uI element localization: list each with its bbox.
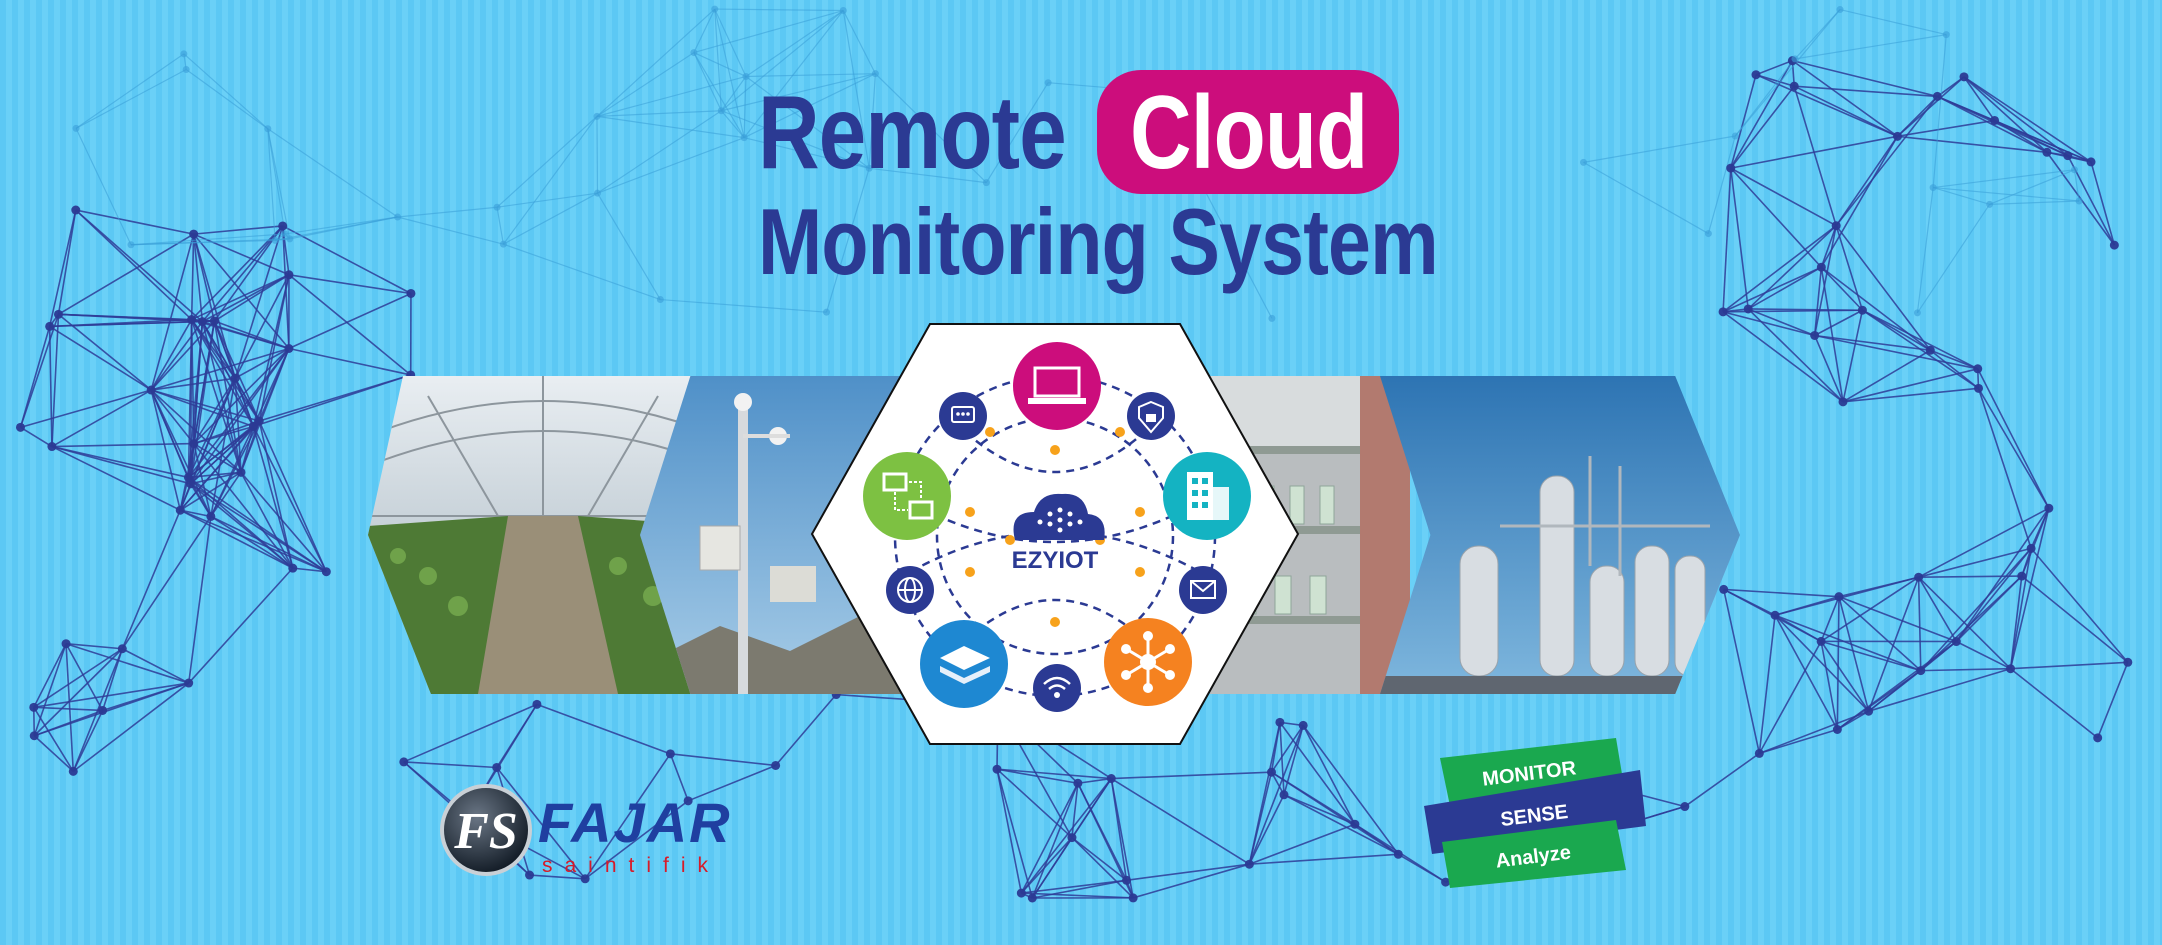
network-hub-icon <box>1104 618 1192 706</box>
globe-icon <box>886 566 934 614</box>
computers-link-icon <box>863 452 951 540</box>
heading-monitoring-system: Monitoring System <box>758 189 1439 294</box>
wifi-icon <box>1033 664 1081 712</box>
mail-icon <box>1179 566 1227 614</box>
heading-cloud: Cloud <box>1130 75 1368 191</box>
ezyiot-hexagon: EZYIOT <box>810 323 1300 745</box>
cloud-highlight-pill <box>1097 70 1399 194</box>
stacked-layers-icon <box>920 620 1008 708</box>
heading-remote: Remote <box>758 75 1067 191</box>
ezyiot-label: EZYIOT <box>1012 547 1099 574</box>
chat-icon <box>939 392 987 440</box>
cloud-icon <box>1013 493 1105 540</box>
laptop-icon <box>1013 342 1101 430</box>
company-subname: saintifik <box>542 854 720 877</box>
logo-mark: FS <box>453 803 518 860</box>
monitor-sense-analyze-ribbon: MONITOR SENSE Analyze <box>1424 738 1646 888</box>
building-icon <box>1163 452 1251 540</box>
fajar-saintifik-logo: FS FAJAR saintifik <box>440 784 732 877</box>
shield-lock-icon <box>1127 392 1175 440</box>
industrial-plant-photo <box>1380 376 1740 694</box>
company-name: FAJAR <box>538 791 732 854</box>
